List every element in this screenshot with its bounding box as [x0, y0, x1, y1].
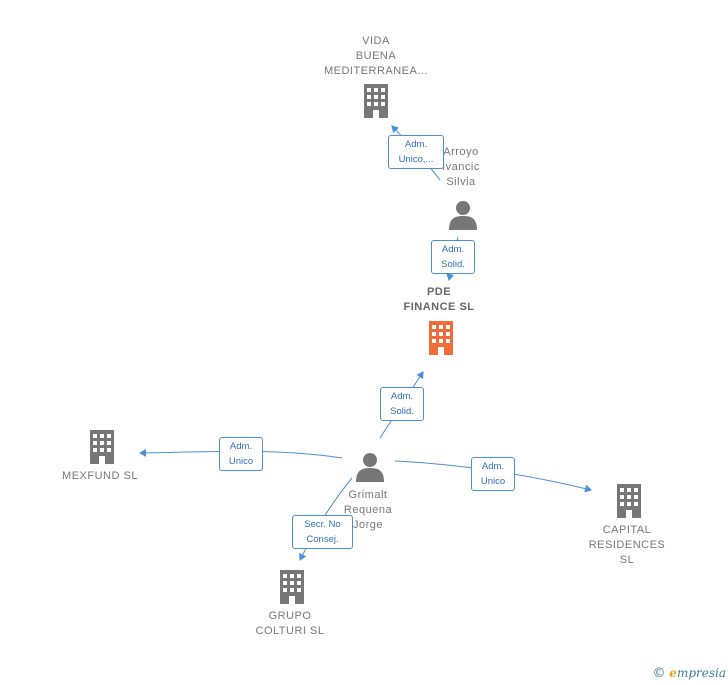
capital-label[interactable]: CAPITAL RESIDENCES SL: [588, 524, 666, 566]
capital-building-icon[interactable]: [617, 484, 641, 518]
mexfund-building-icon[interactable]: [90, 430, 114, 464]
grimalt-label[interactable]: Grimalt Requena Jorge: [343, 489, 393, 531]
grimalt-person-icon[interactable]: [356, 453, 384, 482]
pde-building-icon[interactable]: [429, 321, 453, 355]
empresia-logo-initial: e: [669, 666, 677, 680]
arroyo-label[interactable]: Arroyo Ivancic Silvia: [442, 146, 480, 188]
pde-label[interactable]: PDE FINANCE SL: [403, 286, 475, 313]
arroyo-person-icon[interactable]: [449, 201, 477, 230]
copyright-symbol: ©: [652, 666, 666, 681]
vida-label[interactable]: VIDA BUENA MEDITERRANEA...: [323, 35, 429, 77]
mexfund-label[interactable]: MEXFUND SL: [62, 470, 138, 482]
grupo-building-icon[interactable]: [280, 570, 304, 604]
edge-label-grimalt-pde: Adm. Solid.: [380, 387, 424, 421]
copyright-footer: © empresia: [652, 666, 726, 681]
grupo-label[interactable]: GRUPO COLTURI SL: [255, 610, 325, 637]
vida-building-icon[interactable]: [364, 84, 388, 118]
edge-label-arroyo-pde: Adm. Solid.: [431, 240, 475, 274]
edge-label-arroyo-vida: Adm. Unico,...: [388, 135, 444, 169]
edge-label-grimalt-mexfund: Adm. Unico: [219, 437, 263, 471]
edge-label-grimalt-capital: Adm. Unico: [471, 457, 515, 491]
edge-label-grimalt-grupo: Secr. No Consej.: [292, 515, 353, 549]
empresia-logo-text: mpresia: [676, 666, 726, 680]
